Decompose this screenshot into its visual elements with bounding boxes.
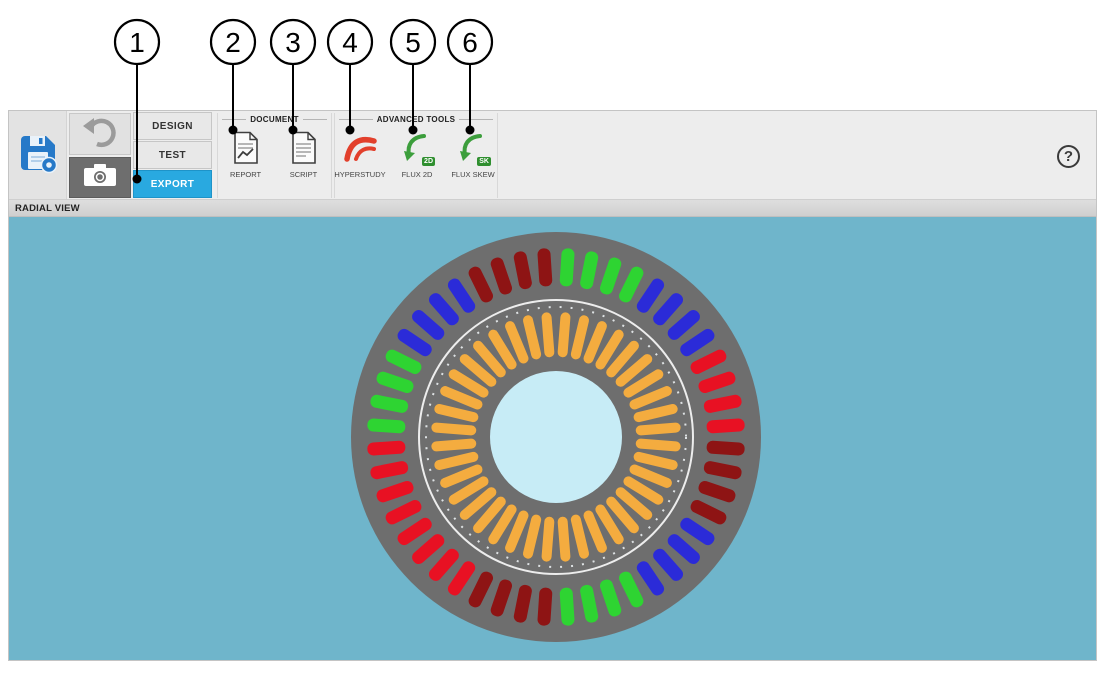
hyperstudy-button[interactable]: HYPERSTUDY xyxy=(334,128,386,179)
script-label: SCRIPT xyxy=(289,170,318,179)
advanced-tools-group-title: ADVANCED TOOLS xyxy=(335,113,497,125)
help-button[interactable]: ? xyxy=(1057,145,1080,168)
flux-2d-icon: 2D xyxy=(402,128,435,168)
svg-text:1: 1 xyxy=(129,27,145,58)
svg-text:5: 5 xyxy=(405,27,421,58)
tab-test[interactable]: TEST xyxy=(133,141,212,169)
hyperstudy-icon xyxy=(343,128,377,168)
radial-view-header: RADIAL VIEW xyxy=(9,200,1096,217)
undo-icon xyxy=(81,115,119,154)
svg-text:3: 3 xyxy=(285,27,301,58)
advanced-tools-group: ADVANCED TOOLS HYPERSTUDY xyxy=(334,113,498,198)
svg-text:4: 4 xyxy=(342,27,358,58)
script-icon xyxy=(290,128,318,168)
svg-text:6: 6 xyxy=(462,27,478,58)
svg-text:2: 2 xyxy=(225,27,241,58)
mode-tabs: DESIGN TEST EXPORT xyxy=(133,112,212,199)
app-window: DESIGN TEST EXPORT DOCUMENT xyxy=(8,110,1097,661)
ribbon-toolbar: DESIGN TEST EXPORT DOCUMENT xyxy=(9,111,1096,200)
view-title: RADIAL VIEW xyxy=(15,202,80,214)
undo-button[interactable] xyxy=(69,113,131,155)
flux-skew-badge: SK xyxy=(477,157,491,166)
tab-design[interactable]: DESIGN xyxy=(133,112,212,140)
camera-icon xyxy=(82,161,118,194)
document-group: DOCUMENT REPORT xyxy=(217,113,332,198)
radial-view-canvas[interactable] xyxy=(9,217,1096,660)
motor-cross-section xyxy=(351,232,761,642)
hyperstudy-label: HYPERSTUDY xyxy=(334,170,386,179)
document-group-title: DOCUMENT xyxy=(218,113,331,125)
flux-skew-icon: SK xyxy=(458,128,491,168)
screenshot-button[interactable] xyxy=(69,157,131,198)
script-button[interactable]: SCRIPT xyxy=(279,128,329,179)
report-label: REPORT xyxy=(229,170,262,179)
tab-export[interactable]: EXPORT xyxy=(133,170,212,198)
flux-2d-label: FLUX 2D xyxy=(401,170,433,179)
save-button[interactable] xyxy=(9,111,67,199)
flux-2d-button[interactable]: 2D FLUX 2D xyxy=(393,128,441,179)
flux-2d-badge: 2D xyxy=(422,157,435,166)
flux-skew-button[interactable]: SK FLUX SKEW xyxy=(449,128,497,179)
report-button[interactable]: REPORT xyxy=(221,128,271,179)
report-icon xyxy=(232,128,260,168)
flux-skew-label: FLUX SKEW xyxy=(451,170,495,179)
help-label: ? xyxy=(1063,148,1074,165)
save-icon xyxy=(17,132,59,179)
